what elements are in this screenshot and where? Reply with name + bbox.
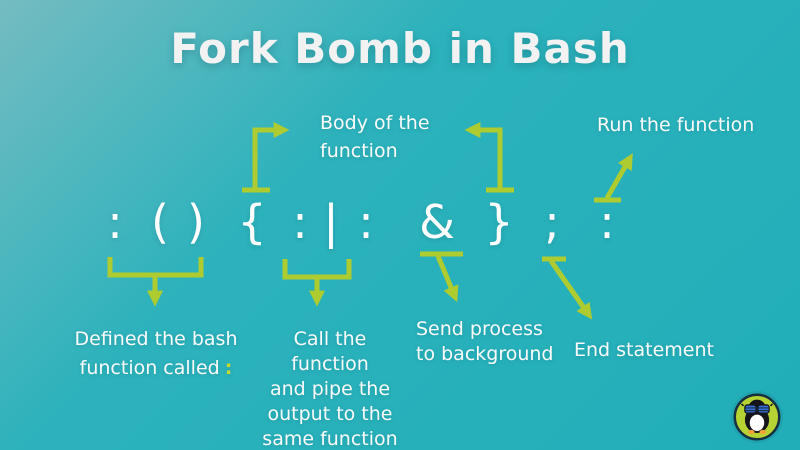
label-send-process: Send process to background (416, 318, 554, 365)
body-right-arrow (464, 121, 503, 188)
code-symbol-brace-open: { (237, 195, 267, 249)
defined-bracket (107, 257, 204, 278)
code-symbol-colon-4: : (599, 195, 615, 249)
code-symbol-colon-2: : (292, 195, 308, 249)
label-body-of-function: Body of the function (320, 112, 430, 162)
code-symbol-semicolon: ; (544, 195, 560, 249)
code-symbol-colon-1: : (107, 195, 123, 249)
send-arrow (435, 255, 459, 303)
label-defined-function: Defined the bash function called: (66, 325, 246, 383)
code-symbol-paren-open: ( (151, 195, 169, 249)
call-bracket (282, 259, 352, 280)
label-run-the-function: Run the function (597, 114, 755, 136)
penguin-sunglasses-badge-icon (730, 390, 784, 444)
label-defined-function-colon: : (224, 357, 233, 379)
page-title: Fork Bomb in Bash (170, 24, 630, 73)
end-arrow (548, 259, 593, 320)
code-symbol-brace-close: } (484, 195, 514, 249)
label-defined-function-text: Defined the bash function called (74, 328, 238, 379)
code-symbol-colon-3: : (358, 195, 374, 249)
label-call-function: Call the function and pipe the output to… (262, 328, 398, 450)
code-symbol-paren-close: ) (187, 195, 205, 249)
code-symbol-pipe: | (323, 195, 339, 249)
label-end-statement: End statement (574, 339, 714, 361)
body-left-arrow (252, 121, 290, 188)
run-arrow (604, 153, 633, 200)
code-symbol-ampersand: & (419, 195, 455, 249)
